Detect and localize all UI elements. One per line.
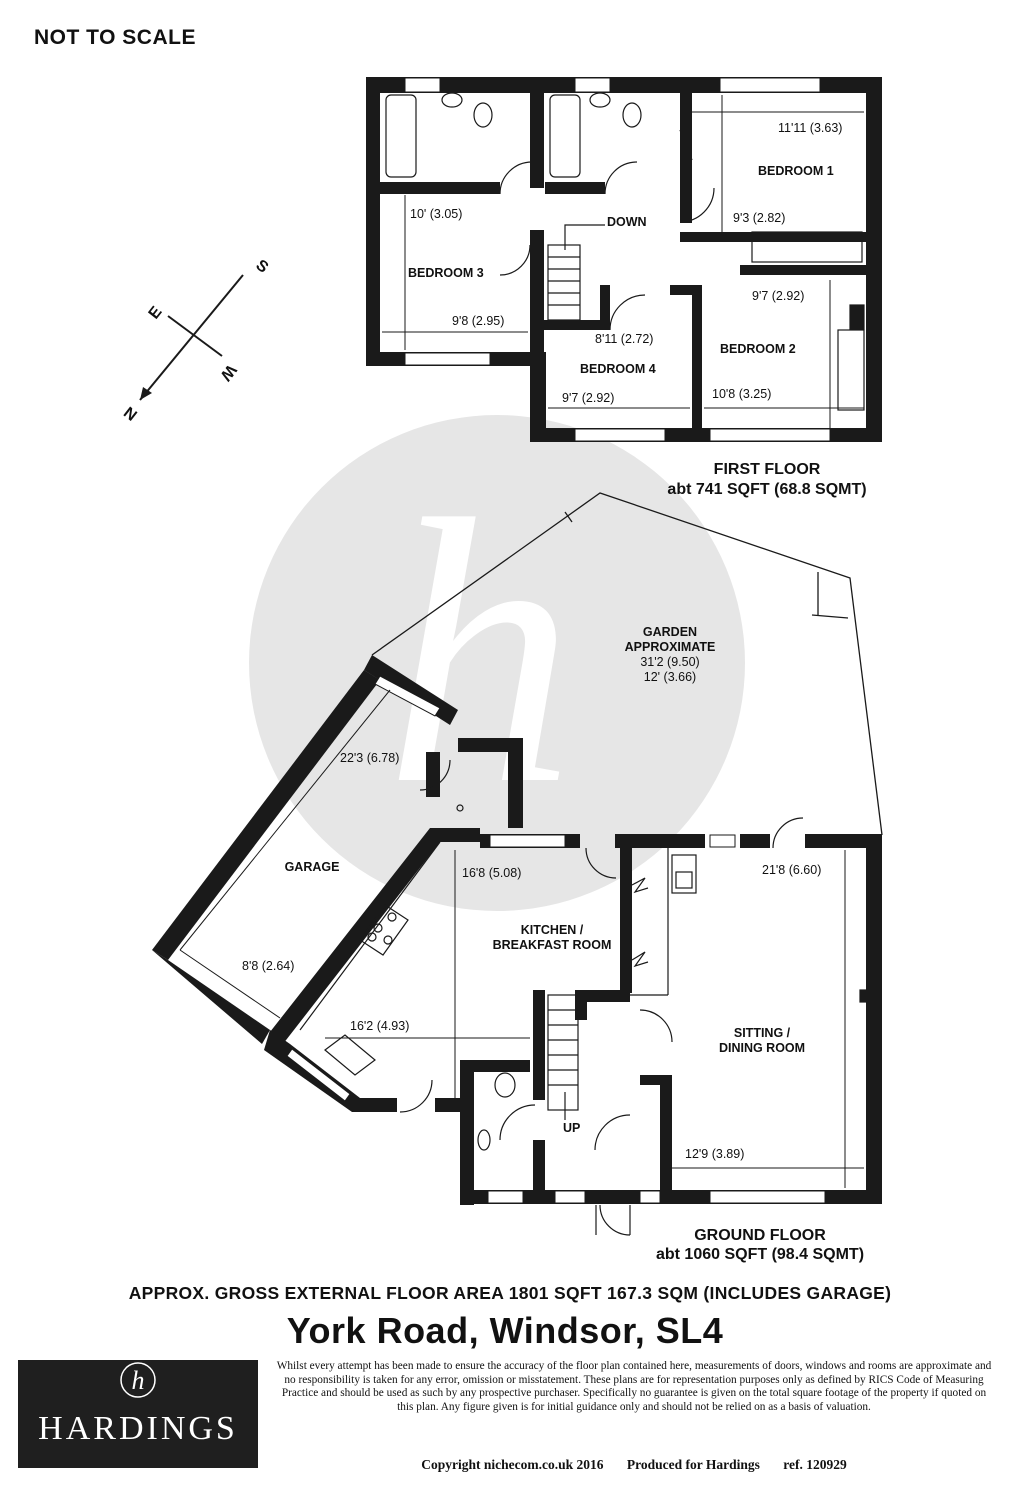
scale-note: NOT TO SCALE (34, 26, 196, 49)
first-floor-windows (404, 77, 831, 442)
kitchen-label-2: BREAKFAST ROOM (493, 938, 612, 952)
bedroom2-dim-b: 10'8 (3.25) (712, 387, 771, 401)
logo-letter: h (132, 1366, 145, 1395)
bedroom4-label: BEDROOM 4 (580, 362, 656, 376)
garage-label: GARAGE (285, 860, 340, 874)
garden-dim-a: 31'2 (9.50) (640, 655, 699, 669)
logo-emblem-icon: h (120, 1362, 156, 1398)
disclaimer-text: Whilst every attempt has been made to en… (276, 1360, 992, 1413)
garage-dim-b: 8'8 (2.64) (242, 959, 294, 973)
property-address: York Road, Windsor, SL4 (286, 1310, 724, 1351)
bedroom4-dim-b: 9'7 (2.92) (562, 391, 614, 405)
compass-s: S (252, 257, 271, 277)
ground-floor-windows (286, 675, 826, 1204)
compass-axis-ns (139, 274, 244, 401)
sitting-label-2: DINING ROOM (719, 1041, 805, 1055)
compass-n: N (121, 403, 141, 424)
watermark-letter: h (385, 442, 575, 863)
footer-credits: Copyright nichecom.co.uk 2016 Produced f… (276, 1457, 992, 1473)
garden-label-2: APPROXIMATE (625, 640, 716, 654)
bedroom2-label: BEDROOM 2 (720, 342, 796, 356)
ground-floor-title: GROUND FLOOR (694, 1227, 826, 1244)
produced-for-text: Produced for Hardings (626, 1457, 760, 1472)
compass-e: E (146, 303, 166, 322)
compass-axis-ew (167, 315, 223, 357)
copyright-text: Copyright nichecom.co.uk 2016 (421, 1457, 604, 1472)
bedroom3-label: BEDROOM 3 (408, 266, 484, 280)
reference-text: ref. 120929 (783, 1457, 847, 1472)
first-floor-fixtures (385, 92, 865, 411)
watermark: h (249, 415, 745, 911)
sitting-label-1: SITTING / (734, 1026, 791, 1040)
ground-floor-fixtures (299, 759, 867, 1236)
ground-floor-area: abt 1060 SQFT (98.4 SQMT) (656, 1246, 864, 1263)
floor-plan: h (121, 77, 883, 1263)
first-floor-dimension-lines (382, 95, 864, 428)
bedroom4-dim-a: 8'11 (2.72) (595, 332, 653, 346)
kitchen-dim-b: 16'2 (4.93) (350, 1019, 409, 1033)
ground-floor-labels: GARDEN APPROXIMATE 31'2 (9.50) 12' (3.66… (242, 625, 864, 1263)
sitting-dim-a: 21'8 (6.60) (762, 863, 821, 877)
compass-w: W (216, 361, 239, 384)
bedroom3-dim-b: 9'8 (2.95) (452, 314, 504, 328)
garage-dim-a: 22'3 (6.78) (340, 751, 399, 765)
sitting-dim-b: 12'9 (3.89) (685, 1147, 744, 1161)
gross-floor-area: APPROX. GROSS EXTERNAL FLOOR AREA 1801 S… (128, 1283, 892, 1303)
bedroom1-dim-b: 9'3 (2.82) (733, 211, 785, 225)
garden-label-1: GARDEN (643, 625, 697, 639)
first-floor-title: FIRST FLOOR (714, 461, 821, 478)
compass-labels: S E W N (121, 257, 271, 424)
bedroom1-dim-a: 11'11 (3.63) (778, 121, 842, 135)
stairs-down-label: DOWN (607, 215, 647, 229)
bedroom1-label: BEDROOM 1 (758, 164, 834, 178)
hardings-logo: h HARDINGS (18, 1360, 258, 1468)
kitchen-label-1: KITCHEN / (521, 923, 584, 937)
first-floor-labels: 11'11 (3.63) BEDROOM 1 9'3 (2.82) 10' (3… (408, 121, 867, 498)
stairs-up-label: UP (563, 1121, 580, 1135)
bedroom2-dim-a: 9'7 (2.92) (752, 289, 804, 303)
garden-dim-b: 12' (3.66) (644, 670, 696, 684)
logo-text: HARDINGS (38, 1410, 238, 1447)
kitchen-dim-a: 16'8 (5.08) (462, 866, 521, 880)
north-arrow-icon (140, 387, 152, 400)
ground-floor-dimension-lines (179, 689, 864, 1188)
bedroom3-dim-a: 10' (3.05) (410, 207, 462, 221)
first-floor-area: abt 741 SQFT (68.8 SQMT) (667, 481, 866, 498)
garden-outline (371, 492, 883, 836)
compass (139, 274, 244, 401)
